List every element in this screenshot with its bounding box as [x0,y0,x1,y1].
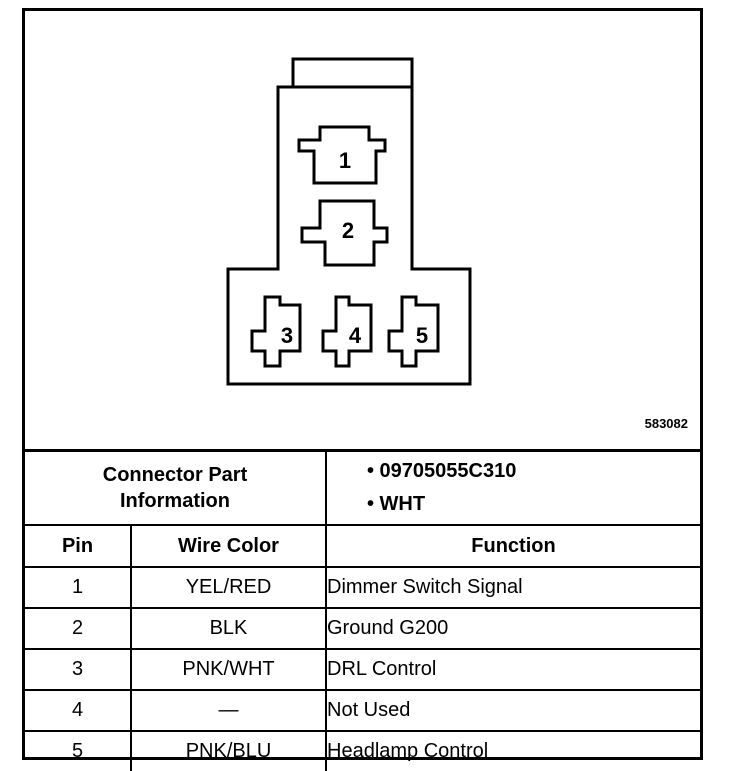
wire-color-cell: PNK/WHT [130,648,327,691]
wire-color-cell: — [130,689,327,732]
part-number: • 09705055C310 [367,460,517,482]
table-row: 2 BLK Ground G200 [25,607,700,650]
connector-info-table: Connector Part Information • 09705055C31… [25,449,700,771]
pin-number-4: 4 [349,323,362,348]
pin-cell: 3 [25,648,132,691]
pin-cavity-4 [321,295,373,368]
connector-frame: 1 2 3 4 5 583082 Connector Part Informat… [22,8,703,771]
header-wire-color: Wire Color [130,524,327,568]
pin-cavity-5 [387,295,440,368]
table-row: 5 PNK/BLU Headlamp Control [25,730,700,771]
function-cell: Headlamp Control [325,730,700,771]
pin-cell: 5 [25,730,132,771]
pin-cavity-3 [250,295,302,368]
connector-lock-tab [291,57,414,89]
connector-part-label-line2: Information [120,490,230,512]
pin-cavity-1 [297,125,387,185]
function-cell: DRL Control [325,648,700,691]
part-color: • WHT [367,493,426,515]
header-pin: Pin [25,524,132,568]
function-cell: Not Used [325,689,700,732]
wire-color-cell: PNK/BLU [130,730,327,771]
pin-number-2: 2 [342,218,354,243]
figure-id: 583082 [644,416,688,431]
pin-cell: 1 [25,566,132,609]
table-row: 3 PNK/WHT DRL Control [25,648,700,691]
connector-part-info: • 09705055C310 • WHT [325,449,700,526]
connector-diagram: 1 2 3 4 5 583082 [25,11,700,449]
table-row: 1 YEL/RED Dimmer Switch Signal [25,566,700,609]
wire-color-cell: YEL/RED [130,566,327,609]
function-cell: Dimmer Switch Signal [325,566,700,609]
connector-part-label-line1: Connector Part [102,464,248,486]
pin-number-5: 5 [416,323,428,348]
table-row: 4 — Not Used [25,689,700,732]
pin-number-3: 3 [281,323,293,348]
connector-part-row: Connector Part Information • 09705055C31… [25,449,700,526]
pin-cavity-2 [300,199,389,267]
table-header-row: Pin Wire Color Function [25,524,700,568]
function-cell: Ground G200 [325,607,700,650]
pin-cell: 2 [25,607,132,650]
header-function: Function [325,524,700,568]
wire-color-cell: BLK [130,607,327,650]
pin-cell: 4 [25,689,132,732]
connector-part-label: Connector Part Information [25,449,327,526]
pin-number-1: 1 [339,148,351,173]
connector-face-drawing: 1 2 3 4 5 [226,57,472,386]
